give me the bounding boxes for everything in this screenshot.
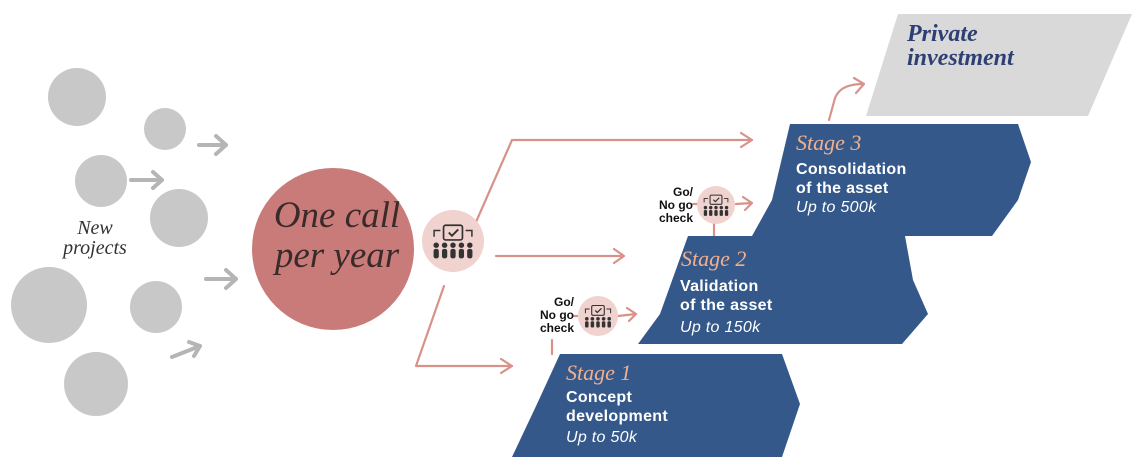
arrow-gate1-to-stage2 [572,306,638,323]
intake-arrows [129,134,238,359]
project-dot [130,281,182,333]
one-call-line2: per year [274,235,400,276]
stage3-amount: Up to 500k [796,199,877,216]
gate2-label: Go/ No go check [633,186,693,225]
private-investment-shape [866,14,1132,116]
arrow-gate2-to-stage3 [691,195,754,212]
arrow-to-stage2 [494,247,626,265]
arrow-to-stage3 [474,131,754,224]
project-dot [11,267,87,343]
stage3-title: Stage 3 [796,130,862,155]
flow-arrows [414,76,866,375]
project-dot [150,189,208,247]
arrow-to-stage1 [414,284,514,375]
call-circle [252,168,414,330]
stage1-desc-line1: Concept [566,389,633,406]
arrow-right-icon [170,340,202,359]
stage1-amount: Up to 50k [566,429,638,446]
private-line1: Private [907,21,978,47]
gate1-badge [578,296,618,336]
stage1-shape [512,354,800,457]
gate2-line1: Go/ [673,185,693,199]
arrow-right-icon [129,170,164,190]
arrow-right-icon [197,134,228,156]
stage2-desc-line1: Validation [680,278,759,295]
stage3-desc-line1: Consolidation [796,161,907,178]
gate1-line2: No go [540,308,574,322]
arrow-to-private [827,76,866,122]
project-dot [144,108,186,150]
stage1-title: Stage 1 [566,360,632,385]
gate1-line1: Go/ [554,295,574,309]
committee-badge [422,210,484,272]
one-call-line1: One call [273,195,401,236]
gate2-badge [697,186,735,224]
project-dot [48,68,106,126]
project-dots [11,68,208,416]
private-line2: investment [907,45,1014,71]
gate1-label: Go/ No go check [514,296,574,335]
new-projects-line2: projects [63,237,127,259]
stage2-title: Stage 2 [681,246,747,271]
stage2-amount: Up to 150k [680,319,761,336]
new-projects-label: New projects [52,218,138,258]
gate2-line2: No go [659,198,693,212]
one-call-label: One call per year [262,196,412,276]
stage1-desc-line2: development [566,408,668,425]
private-investment-label: Private investment [907,22,1014,70]
stage2-shape [638,236,928,344]
arrow-right-icon [204,268,238,290]
stage3-desc-line2: of the asset [796,180,889,197]
stage3-shape [752,124,1031,236]
gate1-line3: check [539,321,574,335]
project-dot [75,155,127,207]
project-dot [64,352,128,416]
stage2-desc-line2: of the asset [680,297,773,314]
gate2-line3: check [658,211,693,225]
new-projects-line1: New [77,217,113,239]
